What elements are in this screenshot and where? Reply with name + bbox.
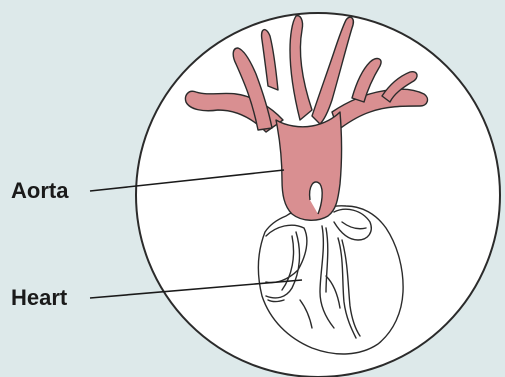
heart-label: Heart [11, 287, 67, 309]
aorta-trunk [276, 112, 342, 220]
aorta-label: Aorta [11, 180, 68, 202]
